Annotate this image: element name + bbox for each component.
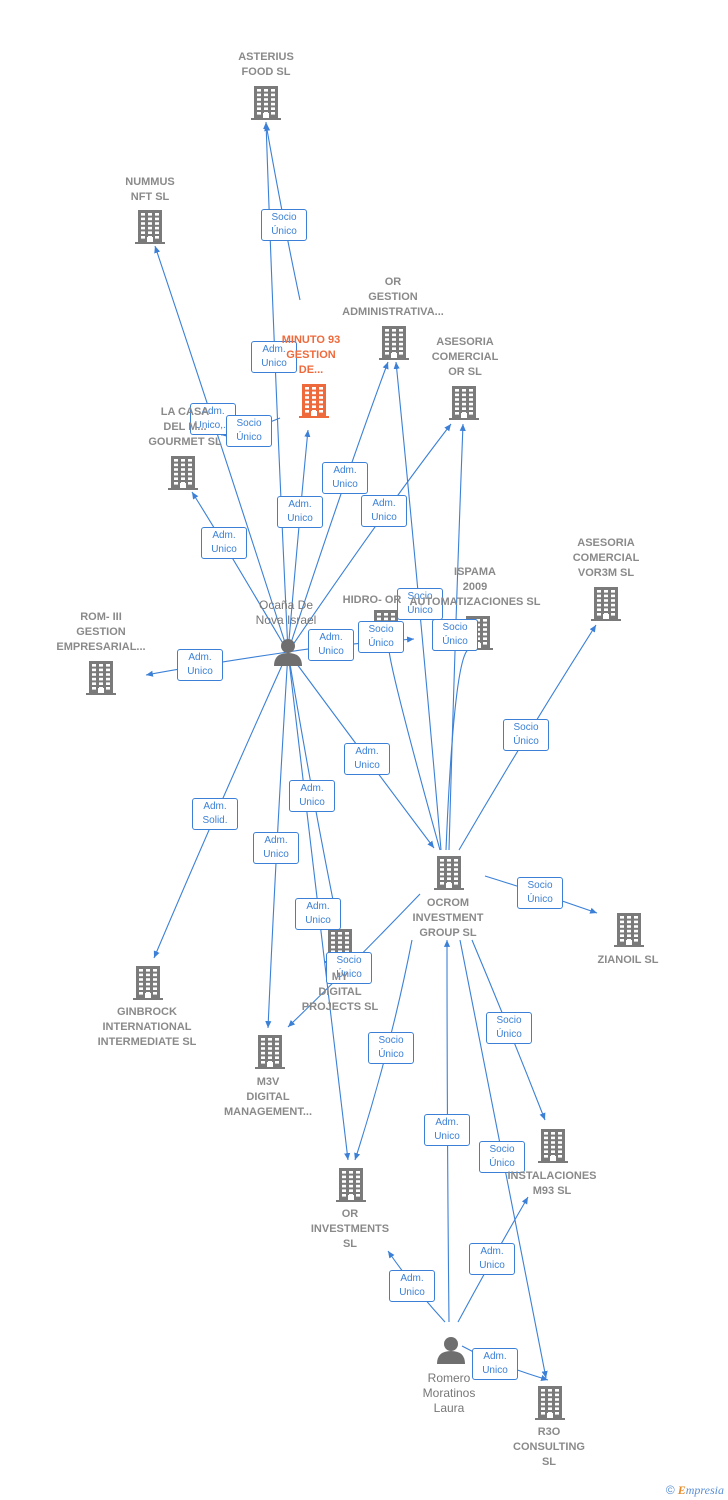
node-label-lacasa[interactable]: LA CASA DEL M... GOURMET SL <box>148 406 222 448</box>
building-icon-m3v[interactable] <box>255 1035 285 1069</box>
building-icon-orgestion[interactable] <box>379 326 409 360</box>
building-icon-ocrom[interactable] <box>434 856 464 890</box>
building-icon-zianoil[interactable] <box>614 913 644 947</box>
edge-label-ocana-rom: Adm. Unico <box>177 649 223 681</box>
copyright-symbol: © <box>665 1483 675 1497</box>
node-label-asesoriaor[interactable]: ASESORIA COMERCIAL OR SL <box>431 336 499 378</box>
node-label-mydigital[interactable]: MY DIGITAL PROJECTS SL <box>301 971 379 1013</box>
edge-label-ocana-asesoriaor: Adm. Unico <box>361 495 407 527</box>
node-label-minuto93[interactable]: MINUTO 93 GESTION DE... <box>281 334 341 376</box>
node-label-hidro[interactable]: HIDRO- OR <box>342 594 402 606</box>
node-label-zianoil[interactable]: ZIANOIL SL <box>597 954 659 966</box>
node-label-orinvest[interactable]: OR INVESTMENTS SL <box>310 1208 390 1250</box>
edge-label-ocana-ginbrock: Adm. Solid. <box>192 798 238 830</box>
edge-label-ocana-lacasa: Adm. Unico <box>201 527 247 559</box>
building-icon-lacasa[interactable] <box>168 456 198 490</box>
edge-label-ocana-orgestion: Adm. Unico <box>322 462 368 494</box>
edge-label-ocrom-instalaciones: Socio Único <box>486 1012 532 1044</box>
edge-label-ocana-orinvest: Adm. Unico <box>295 898 341 930</box>
edge-label-ocana-mydigital: Adm. Unico <box>289 780 335 812</box>
node-label-instalaciones[interactable]: INSTALACIONES M93 SL <box>507 1170 597 1197</box>
edge-label-ocrom-asesoriavor: Socio Único <box>503 719 549 751</box>
node-label-asesoriavor[interactable]: ASESORIA COMERCIAL VOR3M SL <box>572 537 640 579</box>
edge-label-ocana-minuto93: Adm. Unico <box>277 496 323 528</box>
icon-layer <box>86 86 644 1420</box>
edge-label-romero-r3o: Adm. Unico <box>472 1348 518 1380</box>
edge-label-ocrom-zianoil: Socio Único <box>517 877 563 909</box>
edge-label-romero-orinvest: Adm. Unico <box>389 1270 435 1302</box>
building-icon-asesoriavor[interactable] <box>591 587 621 621</box>
edge-label-romero-ocrom: Adm. Unico <box>424 1114 470 1146</box>
node-label-ocana[interactable]: Ocaña De Nova Israel <box>255 598 317 627</box>
edge-label-ocrom-lacasa: Socio Único <box>226 415 272 447</box>
edge-label-ocrom-mydigital: Socio Único <box>326 952 372 984</box>
brand-footer: © Empresia <box>666 1483 724 1498</box>
building-icon-nummus[interactable] <box>135 210 165 244</box>
edge-ocana-lacasa <box>191 491 289 653</box>
edge-ocana-asterius <box>263 121 289 653</box>
edge-label-ocana-m3v: Adm. Unico <box>253 832 299 864</box>
building-icon-minuto93[interactable] <box>299 384 329 418</box>
person-icon-ocana[interactable] <box>274 639 302 666</box>
node-label-nummus[interactable]: NUMMUS NFT SL <box>125 176 175 203</box>
node-label-r3o[interactable]: R3O CONSULTING SL <box>513 1426 585 1468</box>
edge-label-ocrom-orgestion: Socio Único <box>397 588 443 620</box>
building-icon-rom[interactable] <box>86 661 116 695</box>
person-icon-romero[interactable] <box>437 1337 465 1364</box>
node-label-m3v[interactable]: M3V DIGITAL MANAGEMENT... <box>224 1076 312 1118</box>
edge-label-romero-instalaciones: Adm. Unico <box>469 1243 515 1275</box>
node-label-asterius[interactable]: ASTERIUS FOOD SL <box>238 51 294 78</box>
edge-label-ocana-asterius: Adm. Unico <box>251 341 297 373</box>
building-icon-instalaciones[interactable] <box>538 1129 568 1163</box>
brand-logo-initial: E <box>677 1483 686 1497</box>
brand-logo-text: mpresia <box>685 1483 724 1497</box>
node-label-ginbrock[interactable]: GINBROCK INTERNATIONAL INTERMEDIATE SL <box>97 1006 197 1048</box>
node-label-ispama[interactable]: ISPAMA 2009 AUTOMATIZACIONES SL <box>409 566 541 608</box>
edge-label-ocrom-r3o: Socio Único <box>479 1141 525 1173</box>
edge-label-ocrom-ispama: Socio Único <box>432 619 478 651</box>
node-label-orgestion[interactable]: OR GESTION ADMINISTRATIVA... <box>342 276 444 318</box>
edge-label-ocrom-orinvest: Socio Único <box>368 1032 414 1064</box>
building-icon-ginbrock[interactable] <box>133 966 163 1000</box>
node-label-romero[interactable]: Romero Moratinos Laura <box>422 1371 476 1415</box>
edge-label-ocrom-hidro: Socio Único <box>358 621 404 653</box>
building-icon-r3o[interactable] <box>535 1386 565 1420</box>
edge-label-ocana-hidro: Adm. Unico <box>308 629 354 661</box>
building-icon-asesoriaor[interactable] <box>449 386 479 420</box>
building-icon-orinvest[interactable] <box>336 1168 366 1202</box>
edge-label-ocana-ocrom: Adm. Unico <box>344 743 390 775</box>
node-label-ocrom[interactable]: OCROM INVESTMENT GROUP SL <box>412 897 484 939</box>
node-label-rom[interactable]: ROM- III GESTION EMPRESARIAL... <box>56 611 146 653</box>
edge-label-ocrom-asterius: Socio Único <box>261 209 307 241</box>
building-icon-asterius[interactable] <box>251 86 281 120</box>
